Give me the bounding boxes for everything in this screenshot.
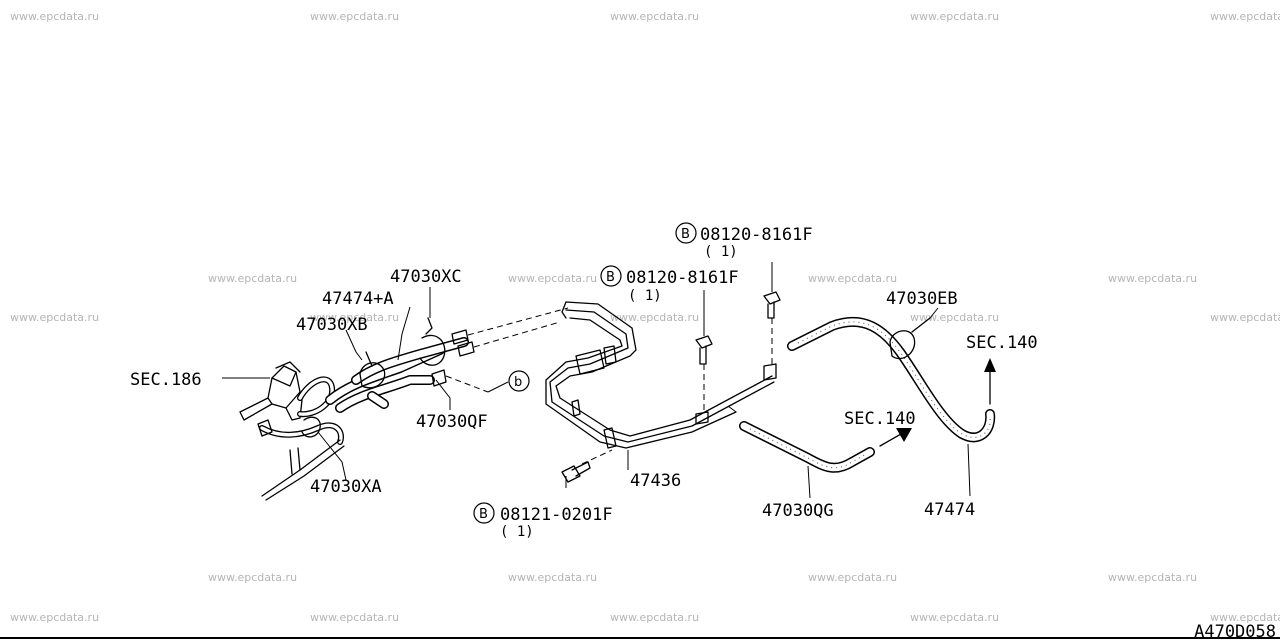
watermark-text: www.epcdata.ru bbox=[1108, 272, 1197, 285]
watermark-text: www.epcdata.ru bbox=[610, 311, 699, 324]
watermark-layer: www.epcdata.ru www.epcdata.ru www.epcdata.… bbox=[10, 10, 1280, 624]
bolt-label-middle: B 08120-8161F ( 1) bbox=[600, 265, 739, 304]
label-47030eb: 47030EB bbox=[886, 289, 958, 309]
label-47030xb: 47030XB bbox=[296, 315, 368, 335]
watermark-text: www.epcdata.ru bbox=[508, 571, 597, 584]
watermark-text: www.epcdata.ru bbox=[610, 611, 699, 624]
bolt-middle-marker: B bbox=[606, 270, 615, 285]
watermark-text: www.epcdata.ru bbox=[208, 571, 297, 584]
bolt-middle-part: 08120-8161F bbox=[626, 268, 739, 288]
watermark-text: www.epcdata.ru bbox=[1210, 10, 1280, 23]
label-47030qf: 47030QF bbox=[416, 412, 488, 432]
label-sec140-lower: SEC.140 bbox=[844, 409, 916, 429]
watermark-text: www.epcdata.ru bbox=[10, 311, 99, 324]
label-47436: 47436 bbox=[630, 471, 681, 491]
label-sec140-upper: SEC.140 bbox=[966, 333, 1038, 353]
bolt-upper-qty: ( 1) bbox=[704, 244, 738, 260]
watermark-text: www.epcdata.ru bbox=[310, 611, 399, 624]
watermark-text: www.epcdata.ru bbox=[610, 10, 699, 23]
watermark-text: www.epcdata.ru bbox=[310, 311, 399, 324]
bolt-upper-marker: B bbox=[681, 227, 690, 242]
callout-b-letter: b bbox=[514, 375, 522, 390]
watermark-text: www.epcdata.ru bbox=[808, 272, 897, 285]
watermark-text: www.epcdata.ru bbox=[208, 272, 297, 285]
watermark-text: www.epcdata.ru bbox=[508, 272, 597, 285]
watermark-text: www.epcdata.ru bbox=[910, 611, 999, 624]
bolt-label-lower: B 08121-0201F ( 1) bbox=[473, 502, 613, 540]
watermark-text: www.epcdata.ru bbox=[910, 311, 999, 324]
watermark-text: www.epcdata.ru bbox=[10, 10, 99, 23]
watermark-text: www.epcdata.ru bbox=[1210, 311, 1280, 324]
master-cylinder-assembly bbox=[239, 307, 569, 501]
hose-47030qg bbox=[739, 421, 912, 473]
callout-b: b bbox=[508, 370, 530, 392]
bolt-upper bbox=[763, 291, 781, 319]
bolt-middle-qty: ( 1) bbox=[628, 288, 662, 304]
bolt-middle bbox=[695, 335, 713, 365]
bolt-lower-marker: B bbox=[479, 507, 488, 522]
bolt-upper-part: 08120-8161F bbox=[700, 225, 813, 245]
watermark-text: www.epcdata.ru bbox=[10, 611, 99, 624]
watermark-text: www.epcdata.ru bbox=[910, 10, 999, 23]
label-47030qg: 47030QG bbox=[762, 501, 834, 521]
label-47030xc: 47030XC bbox=[390, 267, 462, 287]
label-47474: 47474 bbox=[924, 500, 975, 520]
label-47030xa: 47030XA bbox=[310, 477, 382, 497]
bolt-label-upper: B 08120-8161F ( 1) bbox=[675, 222, 813, 260]
watermark-text: www.epcdata.ru bbox=[310, 10, 399, 23]
leader-lines bbox=[222, 262, 971, 499]
label-sec186: SEC.186 bbox=[130, 370, 202, 390]
drawing-code: A470D058 bbox=[1194, 622, 1276, 640]
tube-assembly-47436 bbox=[545, 301, 777, 465]
watermark-text: www.epcdata.ru bbox=[1210, 611, 1280, 624]
watermark-text: www.epcdata.ru bbox=[1108, 571, 1197, 584]
bolt-lower-part: 08121-0201F bbox=[500, 505, 613, 525]
watermark-text: www.epcdata.ru bbox=[808, 571, 897, 584]
bolt-lower-qty: ( 1) bbox=[500, 524, 534, 540]
label-47474a: 47474+A bbox=[322, 289, 394, 309]
hose-47474 bbox=[787, 316, 996, 443]
